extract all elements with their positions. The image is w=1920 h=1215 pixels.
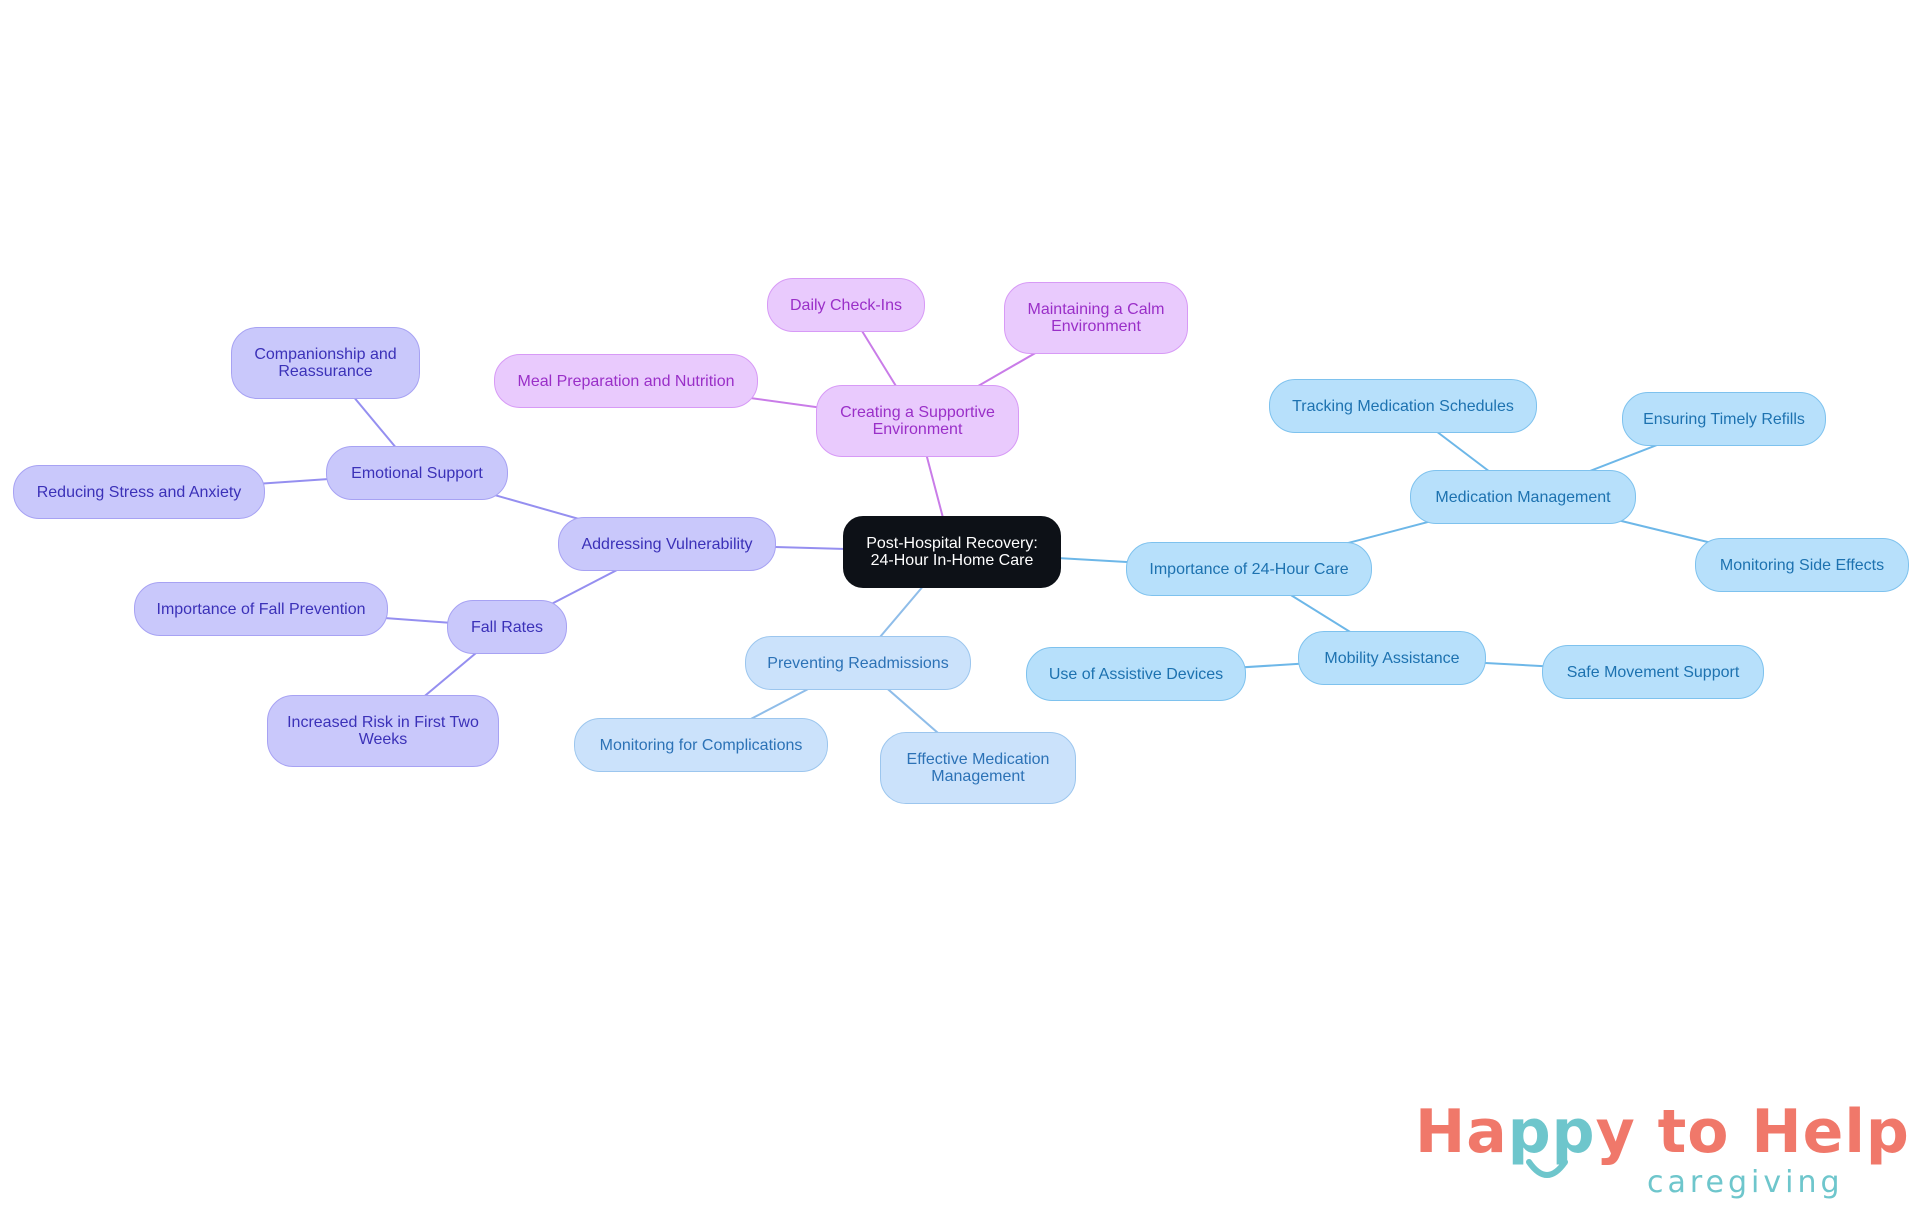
logo-word-help: Help (1751, 1097, 1910, 1167)
leaf-node-timely-refills[interactable]: Ensuring Timely Refills (1622, 392, 1826, 446)
node-label-line: Fall Rates (470, 618, 544, 636)
node-label-line: Management (931, 768, 1025, 785)
node-label: Use of Assistive Devices (1049, 666, 1223, 683)
node-label: Mobility Assistance (1324, 650, 1459, 667)
node-label: Meal Preparation and Nutrition (517, 373, 734, 390)
node-label-line: Increased Risk in First Two (287, 714, 479, 731)
sub-node-emotional-support[interactable]: Emotional Support (326, 446, 508, 500)
node-label-line: Environment (1051, 318, 1141, 335)
node-label: Addressing Vulnerability (581, 536, 752, 553)
node-label: Ensuring Timely Refills (1643, 411, 1805, 428)
logo-wordmark: Happy to Help (1415, 1100, 1910, 1164)
leaf-node-assistive-devices[interactable]: Use of Assistive Devices (1026, 647, 1246, 701)
branch-node-preventing-readmissions[interactable]: Preventing Readmissions (745, 636, 971, 690)
node-label: Importance of 24-Hour Care (1149, 561, 1348, 578)
node-label-line: Post-Hospital Recovery: (866, 535, 1038, 552)
node-label-line: Weeks (358, 731, 408, 748)
node-label-line: Medication Management (1435, 488, 1611, 506)
branch-node-addressing-vulnerability[interactable]: Addressing Vulnerability (558, 517, 776, 571)
node-label-line: Companionship and (254, 346, 397, 363)
node-label: Emotional Support (351, 465, 483, 482)
sub-node-medication-management[interactable]: Medication Management (1410, 470, 1636, 524)
node-label: Medication Management (1435, 489, 1610, 506)
node-label-line: Preventing Readmissions (767, 654, 949, 672)
node-label-line: Maintaining a Calm (1027, 301, 1165, 318)
node-label: Reducing Stress and Anxiety (37, 484, 242, 501)
node-label-line: Safe Movement Support (1566, 663, 1740, 681)
node-label-line: Monitoring for Complications (599, 736, 803, 754)
sub-node-fall-rates[interactable]: Fall Rates (447, 600, 567, 654)
leaf-node-side-effects[interactable]: Monitoring Side Effects (1695, 538, 1909, 592)
node-label-line: Effective Medication (906, 751, 1050, 768)
node-label-line: Importance of Fall Prevention (156, 600, 366, 618)
branch-node-24-hour-care[interactable]: Importance of 24-Hour Care (1126, 542, 1372, 596)
leaf-node-safe-movement[interactable]: Safe Movement Support (1542, 645, 1764, 699)
node-label: Importance of Fall Prevention (157, 601, 366, 618)
node-label-line: Reducing Stress and Anxiety (36, 483, 242, 501)
leaf-node-meal-preparation[interactable]: Meal Preparation and Nutrition (494, 354, 758, 408)
node-label-line: Creating a Supportive (840, 404, 995, 421)
logo-tagline: caregiving (1647, 1165, 1844, 1200)
leaf-node-fall-prevention[interactable]: Importance of Fall Prevention (134, 582, 388, 636)
node-label: Tracking Medication Schedules (1292, 398, 1514, 415)
leaf-node-reducing-stress[interactable]: Reducing Stress and Anxiety (13, 465, 265, 519)
node-label: Safe Movement Support (1567, 664, 1740, 681)
sub-node-mobility-assistance[interactable]: Mobility Assistance (1298, 631, 1486, 685)
node-label-line: 24-Hour In-Home Care (870, 552, 1034, 569)
node-label-line: Monitoring Side Effects (1719, 556, 1885, 574)
node-label-line: Environment (872, 421, 963, 438)
node-label-line: Reassurance (278, 363, 373, 380)
node-label: Preventing Readmissions (767, 655, 948, 672)
node-label: Daily Check-Ins (790, 297, 902, 314)
logo-word-happy-part2: pp (1507, 1097, 1596, 1167)
leaf-node-tracking-schedules[interactable]: Tracking Medication Schedules (1269, 379, 1537, 433)
node-label-line: Meal Preparation and Nutrition (517, 372, 735, 390)
root-node[interactable]: Post-Hospital Recovery:24-Hour In-Home C… (843, 516, 1061, 588)
node-label-line: Ensuring Timely Refills (1643, 410, 1805, 428)
node-label-line: Addressing Vulnerability (581, 535, 753, 553)
logo-word-happy-part1: Ha (1415, 1097, 1508, 1167)
node-label-line: Importance of 24-Hour Care (1149, 560, 1349, 578)
leaf-node-daily-check-ins[interactable]: Daily Check-Ins (767, 278, 925, 332)
node-label: Post-Hospital Recovery:24-Hour In-Home C… (866, 535, 1038, 569)
node-label: Fall Rates (471, 619, 543, 636)
node-label-line: Mobility Assistance (1324, 649, 1460, 667)
node-label-line: Daily Check-Ins (789, 296, 903, 314)
smile-icon (1526, 1159, 1568, 1178)
node-label: Monitoring Side Effects (1720, 557, 1884, 574)
logo-word-to: to (1657, 1097, 1730, 1167)
node-label-line: Emotional Support (351, 464, 483, 482)
node-label-line: Use of Assistive Devices (1048, 665, 1224, 683)
node-label: Monitoring for Complications (600, 737, 803, 754)
node-label-line: Tracking Medication Schedules (1292, 397, 1514, 415)
logo-word-happy-part3: y (1595, 1097, 1636, 1167)
brand-logo: Happy to Help caregiving (1415, 1100, 1909, 1210)
leaf-node-monitoring-complications[interactable]: Monitoring for Complications (574, 718, 828, 772)
